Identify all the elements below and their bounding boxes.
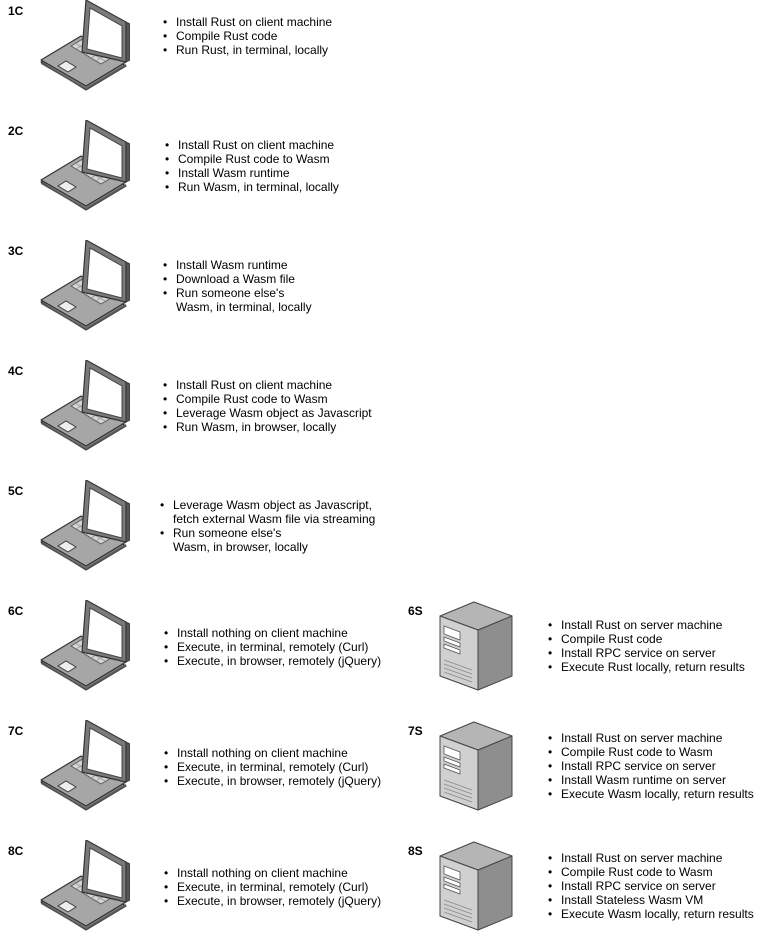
list-item: Install Wasm runtime [161,258,312,272]
step-list-8c: Install nothing on client machine Execut… [162,866,381,908]
list-item: Execute, in terminal, remotely (Curl) [162,640,381,654]
list-item: Execute Wasm locally, return results [546,787,754,801]
laptop-icon [38,120,130,212]
laptop-icon [38,720,130,812]
step-list-3c: Install Wasm runtime Download a Wasm fil… [161,258,312,314]
step-list-1c: Install Rust on client machine Compile R… [161,15,332,57]
scenario-label-7s: 7S [408,724,423,738]
scenario-label-5c: 5C [8,484,24,498]
server-icon [438,840,514,932]
scenario-label-2c: 2C [8,124,24,138]
scenario-label-6s: 6S [408,604,423,618]
list-item: Install Stateless Wasm VM [546,893,754,907]
list-item: Run Wasm, in terminal, locally [163,180,339,194]
list-item: Install RPC service on server [546,879,754,893]
step-list-6s: Install Rust on server machine Compile R… [546,618,745,674]
laptop-icon [38,360,130,452]
laptop-icon [38,0,130,92]
list-item: Install Rust on server machine [546,851,754,865]
list-item: Install Rust on client machine [161,15,332,29]
scenario-label-8c: 8C [8,844,24,858]
step-list-8s: Install Rust on server machine Compile R… [546,851,754,921]
list-item: Install Rust on client machine [161,378,372,392]
scenario-label-8s: 8S [408,844,423,858]
scenario-label-7c: 7C [8,724,24,738]
list-item: Execute Wasm locally, return results [546,907,754,921]
list-item: Install Rust on server machine [546,618,745,632]
list-item: Execute, in browser, remotely (jQuery) [162,894,381,908]
laptop-icon [38,840,130,932]
list-item: Execute, in browser, remotely (jQuery) [162,654,381,668]
scenario-label-1c: 1C [8,4,24,18]
list-item: Leverage Wasm object as Javascript, fetc… [158,498,375,526]
list-item: Execute Rust locally, return results [546,660,745,674]
list-item: Install Rust on server machine [546,731,754,745]
list-item: Run someone else's Wasm, in browser, loc… [158,526,375,554]
list-item: Install nothing on client machine [162,626,381,640]
list-item: Install nothing on client machine [162,866,381,880]
scenario-label-3c: 3C [8,244,24,258]
step-list-6c: Install nothing on client machine Execut… [162,626,381,668]
list-item: Install RPC service on server [546,646,745,660]
server-icon [438,600,514,692]
list-item: Run someone else's Wasm, in terminal, lo… [161,286,312,314]
step-list-2c: Install Rust on client machine Compile R… [163,138,339,194]
list-item: Execute, in terminal, remotely (Curl) [162,880,381,894]
list-item: Compile Rust code to Wasm [546,745,754,759]
scenario-label-6c: 6C [8,604,24,618]
list-item: Execute, in browser, remotely (jQuery) [162,774,381,788]
step-list-7s: Install Rust on server machine Compile R… [546,731,754,801]
list-item: Compile Rust code to Wasm [546,865,754,879]
list-item: Compile Rust code to Wasm [161,392,372,406]
list-item: Download a Wasm file [161,272,312,286]
list-item: Compile Rust code [161,29,332,43]
step-list-5c: Leverage Wasm object as Javascript, fetc… [158,498,375,554]
list-item: Run Wasm, in browser, locally [161,420,372,434]
laptop-icon [38,240,130,332]
list-item: Run Rust, in terminal, locally [161,43,332,57]
list-item: Install RPC service on server [546,759,754,773]
list-item: Install Rust on client machine [163,138,339,152]
list-item: Compile Rust code [546,632,745,646]
list-item: Install Wasm runtime [163,166,339,180]
list-item: Install Wasm runtime on server [546,773,754,787]
laptop-icon [38,480,130,572]
step-list-4c: Install Rust on client machine Compile R… [161,378,372,434]
list-item: Leverage Wasm object as Javascript [161,406,372,420]
step-list-7c: Install nothing on client machine Execut… [162,746,381,788]
server-icon [438,720,514,812]
laptop-icon [38,600,130,692]
list-item: Execute, in terminal, remotely (Curl) [162,760,381,774]
list-item: Install nothing on client machine [162,746,381,760]
scenario-label-4c: 4C [8,364,24,378]
list-item: Compile Rust code to Wasm [163,152,339,166]
